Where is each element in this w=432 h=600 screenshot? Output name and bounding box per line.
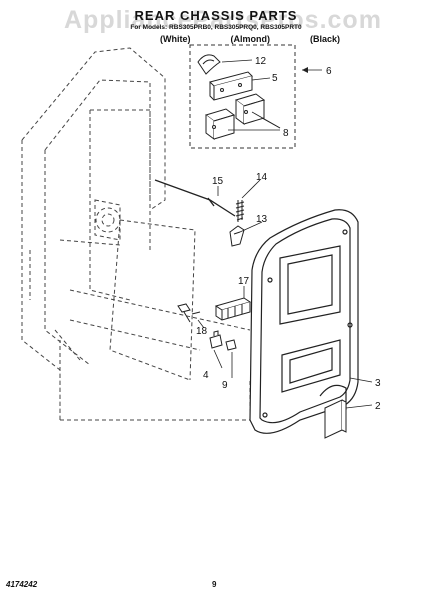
chassis-outline <box>21 47 251 421</box>
callout-4: 4 <box>203 370 209 381</box>
part-5-bracket <box>209 71 253 101</box>
callout-18: 18 <box>196 326 208 337</box>
page-number: 9 <box>212 580 217 589</box>
callout-3: 3 <box>375 378 381 389</box>
model-list: For Models: RBS305PRB0, RBS305PRQ0, RBS3… <box>130 24 302 31</box>
part-8-blocks <box>204 93 266 140</box>
part-18-screw <box>177 303 201 323</box>
document-number: 4174242 <box>6 580 38 589</box>
part-13-latch <box>229 225 245 247</box>
part-14-spring <box>235 200 245 222</box>
part-9-clip <box>225 339 237 351</box>
callout-12: 12 <box>255 56 267 67</box>
kit-arrow <box>302 67 308 73</box>
leader-lines <box>197 59 373 409</box>
part-2-bracket <box>324 399 347 439</box>
part-4-switch <box>209 330 223 349</box>
watermark: AppliancePartsPros.com <box>64 6 382 34</box>
callout-2: 2 <box>375 401 381 412</box>
callout-8: 8 <box>283 128 289 139</box>
color-almond: (Almond) <box>230 34 270 44</box>
callout-6: 6 <box>326 66 332 77</box>
callout-13: 13 <box>256 214 268 225</box>
callout-numbers: 12 5 6 8 15 14 13 17 18 4 9 3 2 <box>196 56 381 412</box>
part-12-clip <box>197 54 221 75</box>
kit-box <box>189 44 296 149</box>
rear-panel <box>249 209 359 434</box>
part-17-terminal-block <box>214 297 252 321</box>
callout-5: 5 <box>272 73 278 84</box>
diagram-title: REAR CHASSIS PARTS <box>134 8 298 23</box>
callout-17: 17 <box>238 276 250 287</box>
callout-14: 14 <box>256 172 268 183</box>
callout-15: 15 <box>212 176 224 187</box>
part-15-rod <box>154 179 236 217</box>
callout-9: 9 <box>222 380 228 391</box>
color-white: (White) <box>160 34 191 44</box>
color-black: (Black) <box>309 34 340 44</box>
color-options: (White) (Almond) (Black) <box>160 34 340 44</box>
